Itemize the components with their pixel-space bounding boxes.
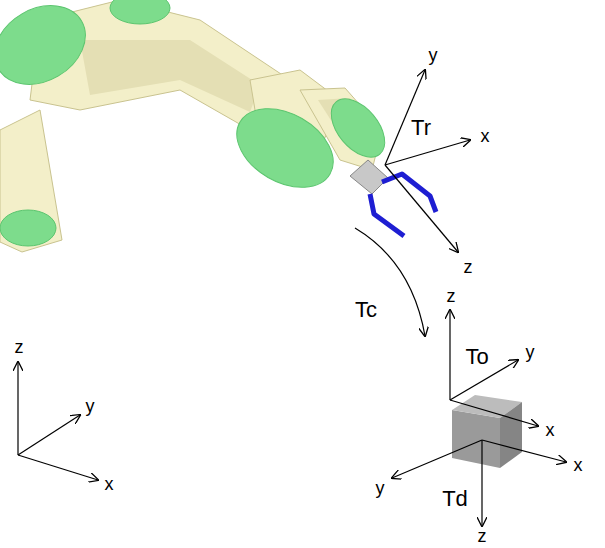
axis-label: y — [526, 343, 535, 361]
frame-label: To — [465, 346, 488, 368]
coordinate-axes — [18, 70, 566, 526]
robot-arm — [0, 0, 436, 252]
axis-label: z — [15, 338, 24, 356]
axis-label: x — [105, 475, 114, 493]
transform-label: Tc — [355, 299, 377, 321]
object-cube — [452, 395, 522, 468]
frame-label: Tr — [411, 117, 431, 139]
axis-label: z — [478, 527, 487, 545]
axis-label: x — [481, 127, 490, 145]
axis-label: y — [86, 397, 95, 415]
axis-label: z — [464, 258, 473, 276]
axis-label: y — [429, 46, 438, 64]
frame-label: Td — [442, 488, 468, 510]
axis-label: y — [376, 479, 385, 497]
axis-label: x — [574, 456, 583, 474]
axis-label: x — [546, 421, 555, 439]
axis-label: z — [447, 287, 456, 305]
